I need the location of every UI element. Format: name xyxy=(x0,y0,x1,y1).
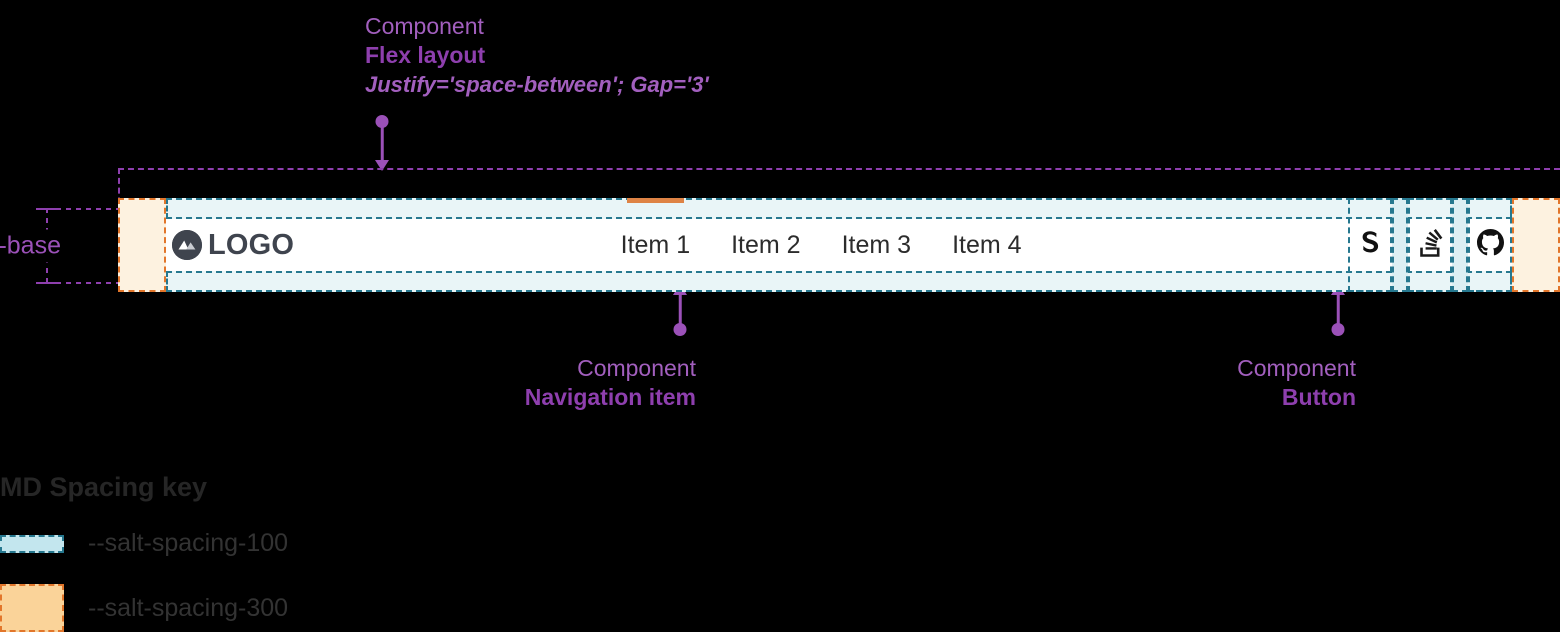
connector-stem xyxy=(678,293,682,328)
connector-arrowhead-down xyxy=(375,160,389,171)
github-icon xyxy=(1476,229,1504,261)
spacing-300-padding-right xyxy=(1512,198,1560,292)
connector-stem xyxy=(380,121,384,167)
stack-overflow-button[interactable] xyxy=(1408,198,1452,292)
button-group xyxy=(1348,198,1512,292)
spacing-key-legend: MD Spacing key --salt-spacing-100 --salt… xyxy=(0,472,420,632)
annotation-nav-name: Navigation item xyxy=(524,384,696,411)
spacing-key-row: --salt-spacing-300 xyxy=(0,584,420,632)
navbar: LOGO Item 1 Item 2 Item 3 Item 4 xyxy=(118,197,1560,292)
navigation-items: Item 1 Item 2 Item 3 Item 4 xyxy=(620,197,1022,260)
spacing-300-padding-left xyxy=(118,198,166,292)
annotation-button-kind: Component xyxy=(1237,355,1356,381)
mountain-logo-icon xyxy=(172,230,202,260)
spacing-300-swatch xyxy=(0,584,64,632)
annotation-flex-layout: Component Flex layout Justify='space-bet… xyxy=(365,12,709,99)
navbar-content-row: LOGO Item 1 Item 2 Item 3 Item 4 xyxy=(166,197,1512,292)
nav-item-2[interactable]: Item 2 xyxy=(731,230,801,259)
spacing-100-gap xyxy=(1452,198,1468,292)
spacing-key-row: --salt-spacing-100 xyxy=(0,529,420,558)
nav-item-4[interactable]: Item 4 xyxy=(952,230,1022,259)
nav-item-1[interactable]: Item 1 xyxy=(620,197,691,259)
nav-item-3[interactable]: Item 3 xyxy=(841,230,912,259)
spacing-key-title: MD Spacing key xyxy=(0,472,208,502)
spacing-100-gap xyxy=(1392,198,1408,292)
annotation-nav-kind: Component xyxy=(577,355,696,381)
spacing-100-strip-bottom xyxy=(166,271,1512,292)
size-base-dimension-marker: size-base xyxy=(0,208,120,284)
salt-s-icon xyxy=(1358,230,1382,261)
spacing-300-label: --salt-spacing-300 xyxy=(88,593,289,622)
logo-text: LOGO xyxy=(208,228,295,261)
spacing-100-strip-top xyxy=(166,198,1512,219)
annotation-button: Component Button xyxy=(1158,354,1356,413)
annotation-button-name: Button xyxy=(1281,384,1356,411)
github-button[interactable] xyxy=(1468,198,1512,292)
annotation-flex-props: Justify='space-between'; Gap='3' xyxy=(365,71,709,97)
size-base-label: size-base xyxy=(0,229,65,263)
connector-stem xyxy=(1336,293,1340,328)
dimension-line-top xyxy=(46,208,120,210)
annotation-flex-kind: Component xyxy=(365,13,484,39)
connector-flex-layout xyxy=(374,115,390,171)
spacing-100-swatch xyxy=(0,534,64,553)
dimension-line-bottom xyxy=(46,282,120,284)
annotation-navigation-item: Component Navigation item xyxy=(448,354,696,413)
stack-overflow-icon xyxy=(1417,228,1443,262)
salt-button[interactable] xyxy=(1348,198,1392,292)
annotation-flex-name: Flex layout xyxy=(365,42,486,69)
logo[interactable]: LOGO xyxy=(166,229,294,262)
connector-dot xyxy=(1331,323,1345,336)
connector-dot xyxy=(673,323,687,336)
spacing-100-label: --salt-spacing-100 xyxy=(88,529,289,557)
